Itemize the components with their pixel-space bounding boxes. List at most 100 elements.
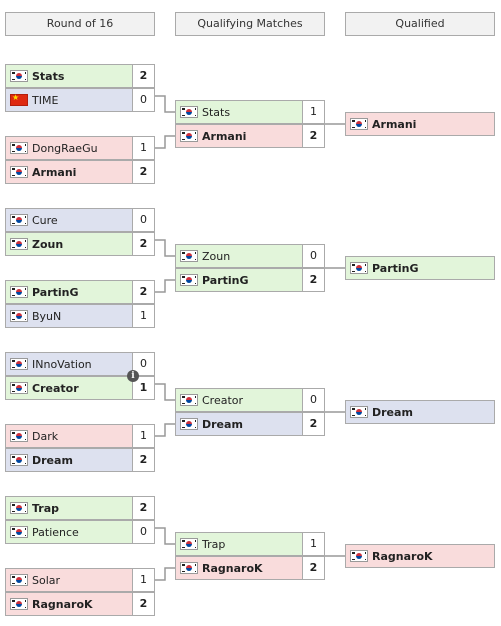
- south-korea-flag-icon: [10, 454, 28, 466]
- south-korea-flag-icon: [10, 358, 28, 370]
- player-name: Creator: [32, 381, 79, 395]
- player-score: 1: [132, 377, 154, 399]
- player-name: DongRaeGu: [32, 141, 98, 155]
- south-korea-flag-icon: [180, 274, 198, 286]
- player-name: ByuN: [32, 309, 62, 323]
- round-of-16-match-6-player[interactable]: Dark 1: [5, 424, 155, 448]
- china-flag-icon: [10, 92, 28, 106]
- qualified-player-3[interactable]: Dream: [345, 400, 495, 424]
- south-korea-flag-icon: [180, 418, 198, 430]
- south-korea-flag-icon: [10, 142, 28, 154]
- south-korea-flag-icon: [350, 406, 368, 418]
- player-score: 2: [302, 557, 324, 579]
- south-korea-flag-icon: [350, 118, 368, 130]
- player-name: Dark: [32, 429, 59, 443]
- player-score: 1: [132, 425, 154, 447]
- qualifying-match-1-player[interactable]: Stats 1: [175, 100, 325, 124]
- player-score: 0: [132, 353, 154, 375]
- player-score: 1: [132, 569, 154, 591]
- player-name: Dream: [372, 405, 413, 419]
- player-name: Solar: [32, 573, 61, 587]
- player-name: TIME: [32, 93, 59, 107]
- round-of-16-match-8-player[interactable]: Solar 1: [5, 568, 155, 592]
- qualifying-match-4-player[interactable]: Trap 1: [175, 532, 325, 556]
- player-name: Trap: [202, 537, 226, 551]
- connector-line: [155, 239, 175, 257]
- qualifying-match-2-player[interactable]: PartinG 2: [175, 268, 325, 292]
- player-score: 0: [132, 521, 154, 543]
- player-score: 2: [132, 281, 154, 303]
- round-of-16-match-6-player[interactable]: Dream 2: [5, 448, 155, 472]
- player-score: 0: [302, 245, 324, 267]
- south-korea-flag-icon: [10, 238, 28, 250]
- south-korea-flag-icon: [10, 310, 28, 322]
- round-of-16-match-3-player[interactable]: Zoun 2: [5, 232, 155, 256]
- player-name: PartinG: [372, 261, 419, 275]
- connector-line: [155, 95, 175, 113]
- player-score: 2: [132, 449, 154, 471]
- connector-line: [155, 135, 175, 149]
- qualifying-match-1-player[interactable]: Armani 2: [175, 124, 325, 148]
- player-name: Zoun: [202, 249, 231, 263]
- round-of-16-match-5-player[interactable]: Creator 1: [5, 376, 155, 400]
- round-of-16-match-7-player[interactable]: Trap 2: [5, 496, 155, 520]
- connector-line: [155, 383, 175, 401]
- round-of-16-match-2-player[interactable]: Armani 2: [5, 160, 155, 184]
- match-info-icon[interactable]: i: [127, 370, 139, 382]
- player-name: Zoun: [32, 237, 64, 251]
- player-name: Armani: [32, 165, 77, 179]
- round-of-16-header: Round of 16: [5, 12, 155, 36]
- player-score: 1: [302, 101, 324, 123]
- connector-line: [155, 527, 175, 545]
- qualified-player-1[interactable]: Armani: [345, 112, 495, 136]
- player-score: 2: [302, 125, 324, 147]
- south-korea-flag-icon: [10, 574, 28, 586]
- qualifying-match-3-player[interactable]: Dream 2: [175, 412, 325, 436]
- south-korea-flag-icon: [350, 550, 368, 562]
- south-korea-flag-icon: [180, 538, 198, 550]
- round-of-16-match-4-player[interactable]: PartinG 2: [5, 280, 155, 304]
- qualified-player-4[interactable]: RagnaroK: [345, 544, 495, 568]
- player-score: 0: [302, 389, 324, 411]
- player-score: 1: [302, 533, 324, 555]
- connector-line: [155, 567, 175, 581]
- player-score: 2: [302, 269, 324, 291]
- south-korea-flag-icon: [10, 214, 28, 226]
- south-korea-flag-icon: [10, 430, 28, 442]
- player-score: 0: [132, 209, 154, 231]
- qualifying-matches-header: Qualifying Matches: [175, 12, 325, 36]
- player-name: RagnaroK: [372, 549, 433, 563]
- player-score: 2: [132, 233, 154, 255]
- south-korea-flag-icon: [350, 262, 368, 274]
- player-name: Creator: [202, 393, 244, 407]
- south-korea-flag-icon: [10, 526, 28, 538]
- qualified-player-2[interactable]: PartinG: [345, 256, 495, 280]
- south-korea-flag-icon: [10, 166, 28, 178]
- player-name: Dream: [32, 453, 73, 467]
- player-name: Stats: [202, 105, 231, 119]
- qualifying-match-2-player[interactable]: Zoun 0: [175, 244, 325, 268]
- player-name: Armani: [202, 129, 247, 143]
- player-score: 2: [132, 161, 154, 183]
- player-name: Trap: [32, 501, 60, 515]
- south-korea-flag-icon: [10, 70, 28, 82]
- player-score: 2: [302, 413, 324, 435]
- qualifying-match-3-player[interactable]: Creator 0: [175, 388, 325, 412]
- south-korea-flag-icon: [180, 394, 198, 406]
- player-score: 2: [132, 497, 154, 519]
- player-name: INnoVation: [32, 357, 92, 371]
- player-name: PartinG: [32, 285, 79, 299]
- south-korea-flag-icon: [180, 250, 198, 262]
- player-name: PartinG: [202, 273, 249, 287]
- player-name: Dream: [202, 417, 243, 431]
